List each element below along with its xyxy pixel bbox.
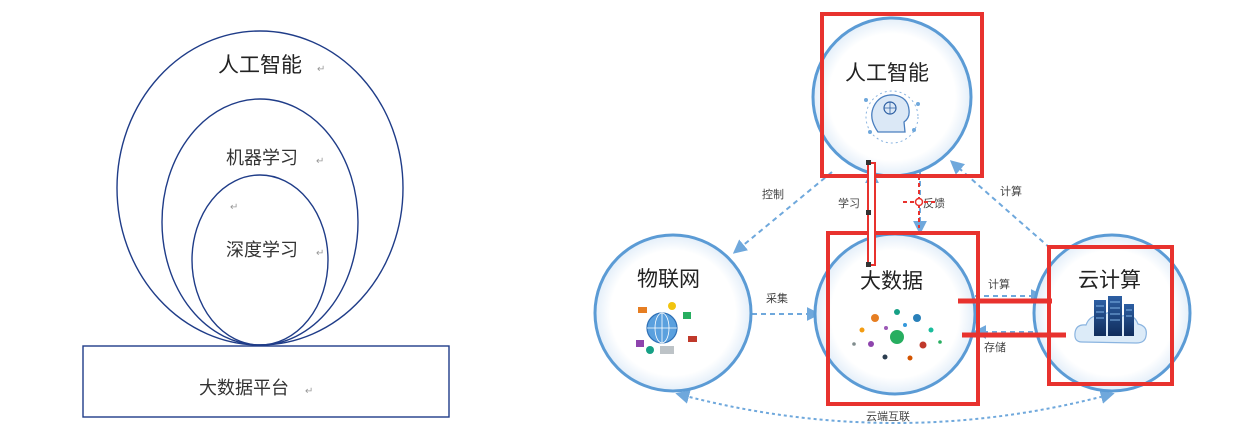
platform-label: 大数据平台	[199, 378, 289, 399]
oval-ai	[116, 30, 404, 346]
edge-label-storage: 存储	[984, 340, 1006, 354]
node-iot-circle	[593, 233, 753, 393]
highlight-box-bigdata	[826, 231, 980, 406]
platform-box	[82, 345, 450, 418]
edge-label-learn: 学习	[838, 196, 860, 210]
highlight-box-ai	[820, 12, 984, 178]
paragraph-mark: ↵	[230, 202, 238, 213]
edge-label-feedback: 反馈	[923, 197, 945, 210]
edge-label-compute-top: 计算	[1000, 184, 1022, 198]
oval-ml	[161, 98, 359, 346]
annotation-cross-center	[914, 197, 924, 207]
layer-label-ai: 人工智能	[218, 53, 302, 77]
node-cloud-label: 云计算	[1078, 268, 1141, 292]
edge-label-cloud-link: 云端互联	[866, 410, 910, 423]
paragraph-mark: ↵	[305, 386, 313, 397]
edge-label-collect: 采集	[766, 291, 788, 305]
globe-network-icon	[636, 302, 697, 354]
paragraph-mark: ↵	[316, 248, 324, 259]
edge-label-compute-mid: 计算	[988, 277, 1010, 291]
node-bigdata-label: 大数据	[860, 269, 923, 293]
selection-handle	[866, 160, 871, 165]
brain-head-icon	[864, 90, 920, 144]
highlight-box-cloud	[1047, 245, 1174, 386]
paragraph-mark: ↵	[317, 64, 325, 75]
ecosystem-diagram: 人工智能 物联网 大数据 云计算 控制 学习 反馈 计算 采集 计算 存储 云端…	[593, 12, 1192, 424]
node-ai-label: 人工智能	[845, 61, 929, 85]
layer-label-dl: 深度学习	[226, 240, 298, 261]
arrow-control	[732, 171, 833, 254]
arrow-cloud-link	[675, 390, 1115, 424]
data-dots-icon	[852, 309, 942, 361]
nested-ai-diagram: 人工智能 ↵ 机器学习 ↵ ↵ 深度学习 ↵ 大数据平台 ↵	[82, 30, 450, 418]
selection-handle	[866, 262, 871, 267]
cloud-server-icon	[1074, 296, 1147, 344]
oval-dl	[191, 174, 329, 346]
layer-label-ml: 机器学习	[226, 148, 298, 169]
selection-handle	[866, 210, 871, 215]
node-iot-label: 物联网	[637, 267, 700, 291]
paragraph-mark: ↵	[316, 156, 324, 167]
edge-label-control: 控制	[762, 187, 784, 201]
